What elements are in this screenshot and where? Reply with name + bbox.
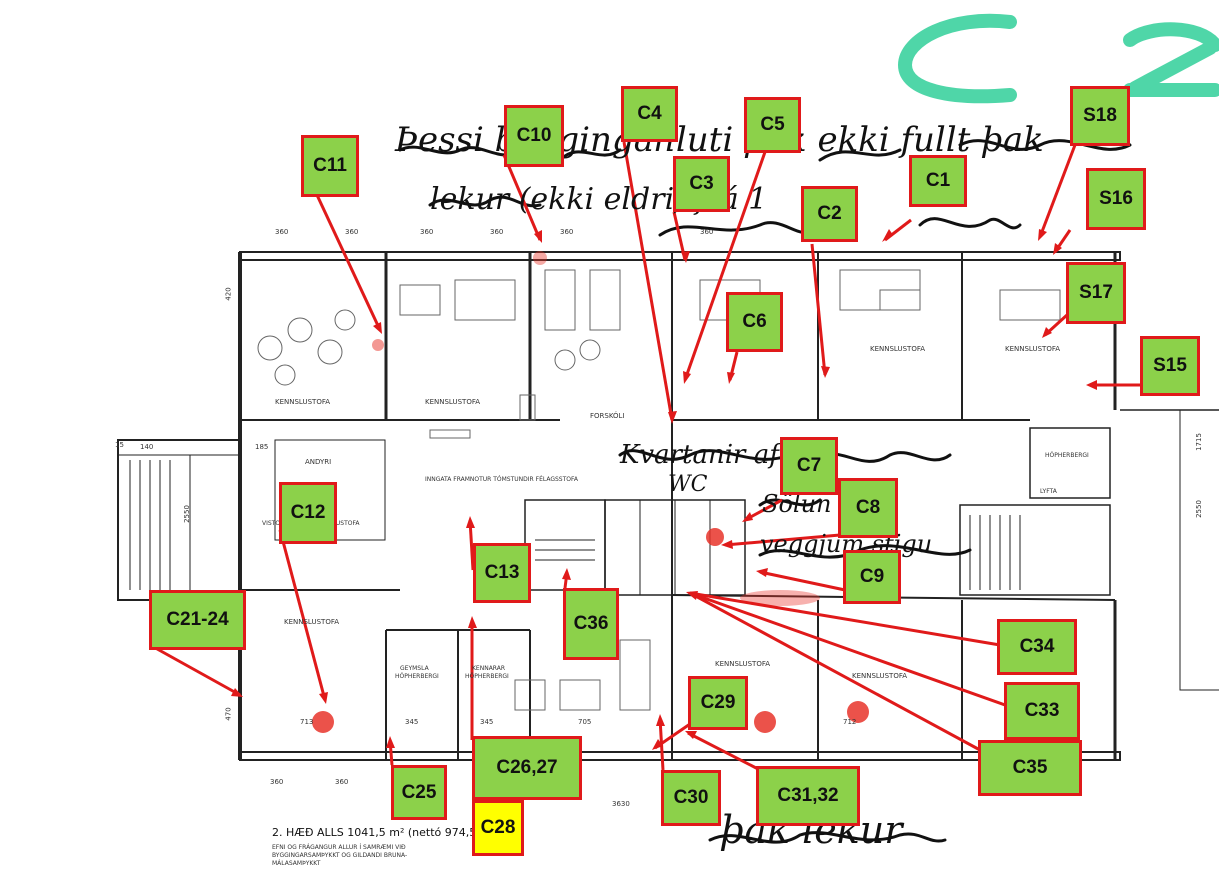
callout-c35[interactable]: C35	[978, 740, 1082, 796]
callout-s17[interactable]: S17	[1066, 262, 1126, 324]
furniture	[257, 269, 1061, 711]
room-label-forskoli: FORSKÓLI	[590, 412, 625, 420]
dimension-stairs-3: 15	[115, 441, 124, 449]
room-label-kennslustofa-3: KENNSLUSTOFA	[870, 345, 926, 353]
callout-c26-27[interactable]: C26,27	[472, 736, 582, 800]
room-label-hopherbergi-right: HÓPHERBERGI	[1045, 452, 1089, 459]
room-label-andyri: ANDYRI	[305, 458, 332, 466]
dimension-top-4: 360	[490, 228, 504, 236]
damage-markers	[312, 251, 869, 733]
dimension-top-1: 360	[275, 228, 289, 236]
dimension-top-2: 360	[345, 228, 359, 236]
callout-c21-24[interactable]: C21-24	[149, 590, 246, 650]
room-label-hopherbergi-2: HÓPHERBERGI	[465, 673, 509, 680]
dimension-bottom-3: 345	[405, 718, 419, 726]
callout-c4[interactable]: C4	[621, 86, 678, 142]
callout-c2[interactable]: C2	[801, 186, 858, 242]
callout-c12[interactable]: C12	[279, 482, 337, 544]
room-label-kennslustofa-5: KENNSLUSTOFA	[284, 618, 340, 626]
room-label-lyfta: LYFTA	[1040, 488, 1057, 495]
callout-c5[interactable]: C5	[744, 97, 801, 153]
floor-note-line2: BYGGINGARSAMÞYKKT OG GILDANDI BRUNA-	[272, 852, 408, 859]
callout-c10[interactable]: C10	[504, 105, 564, 167]
callout-c7[interactable]: C7	[780, 437, 838, 495]
room-label-hopherbergi-1: HÓPHERBERGI	[395, 673, 439, 680]
callout-s15[interactable]: S15	[1140, 336, 1200, 396]
callout-c13[interactable]: C13	[473, 543, 531, 603]
floor-area-title: 2. HÆÐ ALLS 1041,5 m² (nettó 974,5 m²)	[272, 826, 500, 839]
handwritten-note-line1: Þessi byggingahluti þak ekki fullt þak	[395, 120, 1044, 160]
room-label-kennslustofa-2: KENNSLUSTOFA	[425, 398, 481, 406]
callout-c3[interactable]: C3	[673, 156, 730, 212]
room-number-713: 713	[300, 718, 314, 726]
dimension-top-5: 360	[560, 228, 574, 236]
callout-c25[interactable]: C25	[391, 765, 447, 820]
handwriting-strokes	[398, 139, 1132, 844]
room-label-kennarar: KENNARAR	[472, 665, 506, 672]
room-label-kennslustofa-1: KENNSLUSTOFA	[275, 398, 331, 406]
callout-c33[interactable]: C33	[1004, 682, 1080, 740]
callout-c36[interactable]: C36	[563, 588, 619, 660]
dimension-stairs-1: 140	[140, 443, 154, 451]
room-number-705: 705	[578, 718, 592, 726]
dimension-bottom-2: 360	[335, 778, 349, 786]
callout-c31-32[interactable]: C31,32	[756, 766, 860, 826]
handwritten-note-toilet-2: WC	[668, 472, 708, 497]
callout-c30[interactable]: C30	[661, 770, 721, 826]
callout-c29[interactable]: C29	[688, 676, 748, 730]
dimension-top-3: 360	[420, 228, 434, 236]
building-walls	[117, 251, 1219, 761]
floor-note-line3: MÁLASAMÞYKKT	[272, 860, 321, 867]
dimension-top-6: 360	[700, 228, 714, 236]
callout-s18[interactable]: S18	[1070, 86, 1130, 146]
dimension-left-2: 470	[224, 707, 233, 721]
room-number-712: 712	[843, 718, 857, 726]
callout-c6[interactable]: C6	[726, 292, 783, 352]
callout-c34[interactable]: C34	[997, 619, 1077, 675]
dimension-bottom-4: 345	[480, 718, 494, 726]
room-label-kennslustofa-4: KENNSLUSTOFA	[1005, 345, 1061, 353]
zone-marker	[897, 13, 1219, 104]
room-label-kennslustofa-6: KENNSLUSTOFA	[715, 660, 771, 668]
callout-c28[interactable]: C28	[472, 800, 524, 856]
callout-s16[interactable]: S16	[1086, 168, 1146, 230]
dimension-bottom-1: 360	[270, 778, 284, 786]
corridor-label: INNGATA FRAMNOTUR TÓMSTUNDIR FÉLAGSSTOFA	[425, 476, 579, 483]
dimension-left-3: 2550	[182, 505, 191, 523]
callout-c8[interactable]: C8	[838, 478, 898, 538]
room-label-kennslustofa-7: KENNSLUSTOFA	[852, 672, 908, 680]
callout-c9[interactable]: C9	[843, 550, 901, 604]
floor-note-line1: EFNI OG FRÁGANGUR ALLUR Í SAMRÆMI VIÐ	[272, 844, 406, 851]
dimension-bottom-total: 3630	[612, 800, 630, 808]
callout-c11[interactable]: C11	[301, 135, 359, 197]
dimension-left-1: 420	[224, 287, 233, 301]
callout-arrows	[149, 141, 1140, 772]
room-label-geymsla: GEYMSLA	[400, 665, 429, 672]
dimension-stairs-2: 185	[255, 443, 269, 451]
callout-c1[interactable]: C1	[909, 155, 967, 207]
dimension-right-2: 2550	[1194, 500, 1203, 518]
arrow-heads	[231, 229, 1097, 750]
dimension-right-1: 1715	[1194, 433, 1203, 451]
